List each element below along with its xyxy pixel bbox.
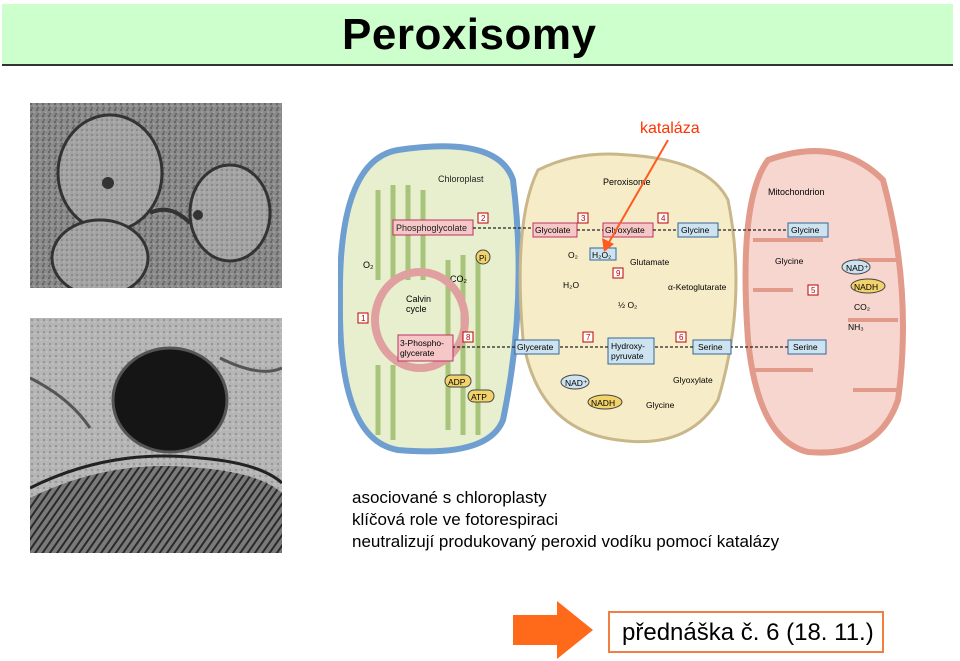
bullet-1: asociované s chloroplasty (352, 488, 547, 507)
chloroplast-label: Chloroplast (438, 174, 484, 184)
svg-text:Serine: Serine (698, 342, 723, 352)
lecture-link-box[interactable]: přednáška č. 6 (18. 11.) (608, 611, 884, 653)
svg-text:O₂: O₂ (363, 260, 374, 270)
svg-text:Glyoxylate: Glyoxylate (605, 225, 645, 235)
micrograph-peroxisomes-top (30, 103, 282, 288)
svg-text:H₂O: H₂O (563, 280, 579, 290)
svg-text:9: 9 (616, 269, 621, 278)
svg-text:7: 7 (586, 333, 591, 342)
svg-text:NAD⁺: NAD⁺ (846, 263, 869, 273)
svg-text:2: 2 (481, 214, 486, 223)
svg-text:NH₃: NH₃ (848, 322, 864, 332)
title-bar: Peroxisomy (2, 4, 953, 66)
svg-text:α-Ketoglutarate: α-Ketoglutarate (668, 282, 727, 292)
svg-text:ADP: ADP (448, 377, 466, 387)
svg-text:Glyoxylate: Glyoxylate (673, 375, 713, 385)
peroxisome-membrane (518, 152, 738, 444)
svg-text:NAD⁺: NAD⁺ (565, 378, 588, 388)
bullet-list: asociované s chloroplasty klíčová role v… (352, 487, 779, 553)
svg-text:pyruvate: pyruvate (611, 351, 644, 361)
svg-text:3-Phospho-: 3-Phospho- (400, 338, 444, 348)
calvin-cycle (371, 268, 469, 372)
svg-text:CO₂: CO₂ (450, 274, 468, 284)
svg-text:8: 8 (466, 333, 471, 342)
cristae (753, 238, 898, 392)
page-title: Peroxisomy (342, 10, 597, 59)
svg-text:3: 3 (581, 214, 586, 223)
svg-text:glycerate: glycerate (400, 348, 435, 358)
svg-text:4: 4 (661, 214, 666, 223)
svg-text:ATP: ATP (471, 392, 487, 402)
lecture-link-text[interactable]: přednáška č. 6 (18. 11.) (622, 619, 874, 646)
svg-text:O₂: O₂ (568, 250, 578, 260)
micrograph-peroxisome-chloroplast (30, 318, 282, 553)
mitochondrion-membrane (742, 148, 906, 456)
pga-box (397, 334, 454, 362)
svg-text:Serine: Serine (793, 342, 818, 352)
photorespiration-diagram: Chloroplast Phosphoglycolate O₂ CO₂ Pi C… (338, 143, 906, 456)
svg-text:Phosphoglycolate: Phosphoglycolate (396, 223, 467, 233)
svg-text:Glutamate: Glutamate (630, 257, 669, 267)
chloroplast-membrane (338, 143, 522, 455)
right-arrow-icon (513, 601, 593, 659)
svg-text:Glycine: Glycine (775, 256, 804, 266)
svg-text:5: 5 (811, 286, 816, 295)
svg-text:cycle: cycle (406, 304, 427, 314)
svg-text:NADH: NADH (854, 282, 878, 292)
svg-text:Mitochondrion: Mitochondrion (768, 187, 825, 197)
svg-text:Hydroxy-: Hydroxy- (611, 341, 645, 351)
svg-text:Glycolate: Glycolate (535, 225, 571, 235)
bullet-2: klíčová role ve fotorespiraci (352, 510, 558, 529)
svg-text:Glycine: Glycine (681, 225, 710, 235)
svg-text:1: 1 (361, 314, 366, 323)
svg-text:Calvin: Calvin (406, 294, 431, 304)
svg-text:NADH: NADH (591, 398, 615, 408)
svg-text:CO₂: CO₂ (854, 302, 870, 312)
svg-text:Pi: Pi (479, 254, 486, 263)
svg-text:Glycine: Glycine (646, 400, 675, 410)
svg-text:6: 6 (679, 333, 684, 342)
bullet-3: neutralizují produkovaný peroxid vodíku … (352, 532, 780, 551)
svg-text:H₂O₂: H₂O₂ (592, 250, 611, 260)
svg-text:½ O₂: ½ O₂ (618, 300, 637, 310)
svg-text:Peroxisome: Peroxisome (603, 177, 651, 187)
svg-text:Glycine: Glycine (791, 225, 820, 235)
svg-text:Glycerate: Glycerate (517, 342, 554, 352)
catalase-label: kataláza (640, 120, 700, 137)
